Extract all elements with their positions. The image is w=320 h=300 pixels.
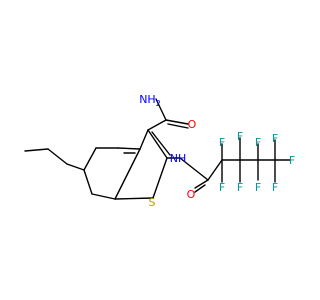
atom-label-f-3b: F (255, 181, 261, 194)
bond-nh-acyl (179, 157, 209, 181)
atom-label-o-amide: O (188, 118, 197, 131)
bond-propyl (24, 148, 49, 152)
atom-label-f-4c: F (272, 181, 278, 194)
bond-ring (91, 193, 116, 200)
bond-amide (147, 119, 167, 131)
atom-label-o-acyl: O (187, 188, 196, 201)
bond-propyl (66, 163, 85, 171)
atom-label-f-2b: F (237, 181, 243, 194)
atom-label-s-ring: S (149, 196, 156, 209)
bond-ring (83, 169, 93, 195)
bond-acyl-double (194, 184, 206, 193)
bond-thiophene-double (151, 131, 171, 156)
atom-label-f-3a: F (255, 136, 261, 149)
atom-label-nh: NH (170, 152, 187, 165)
bond-carbonyl-2 (194, 179, 209, 189)
atom-label-nh2: NH2 (139, 93, 161, 108)
bond-chain (207, 159, 223, 181)
bond-thiophene (147, 129, 168, 159)
bond-propyl (47, 148, 68, 165)
bond-ring (114, 148, 141, 200)
atom-label-f-1b: F (219, 181, 225, 194)
atom-label-f-4b: F (272, 132, 278, 145)
atom-label-f-4a: F (289, 154, 295, 167)
atom-label-f-2a: F (237, 130, 243, 143)
atom-label-f-1a: F (219, 136, 225, 149)
bond-thiophene (139, 129, 149, 150)
bond-carbonyl-1 (165, 119, 189, 125)
bond-ring (83, 147, 97, 171)
bond-ring (117, 147, 141, 150)
bond-thiophene (152, 157, 168, 199)
bond-amide-double (167, 123, 189, 129)
bond-amide-n (155, 98, 167, 121)
atom-subscript-nh2: 2 (156, 99, 161, 108)
bond-thiophene (114, 197, 154, 200)
bonds-group (24, 98, 291, 200)
